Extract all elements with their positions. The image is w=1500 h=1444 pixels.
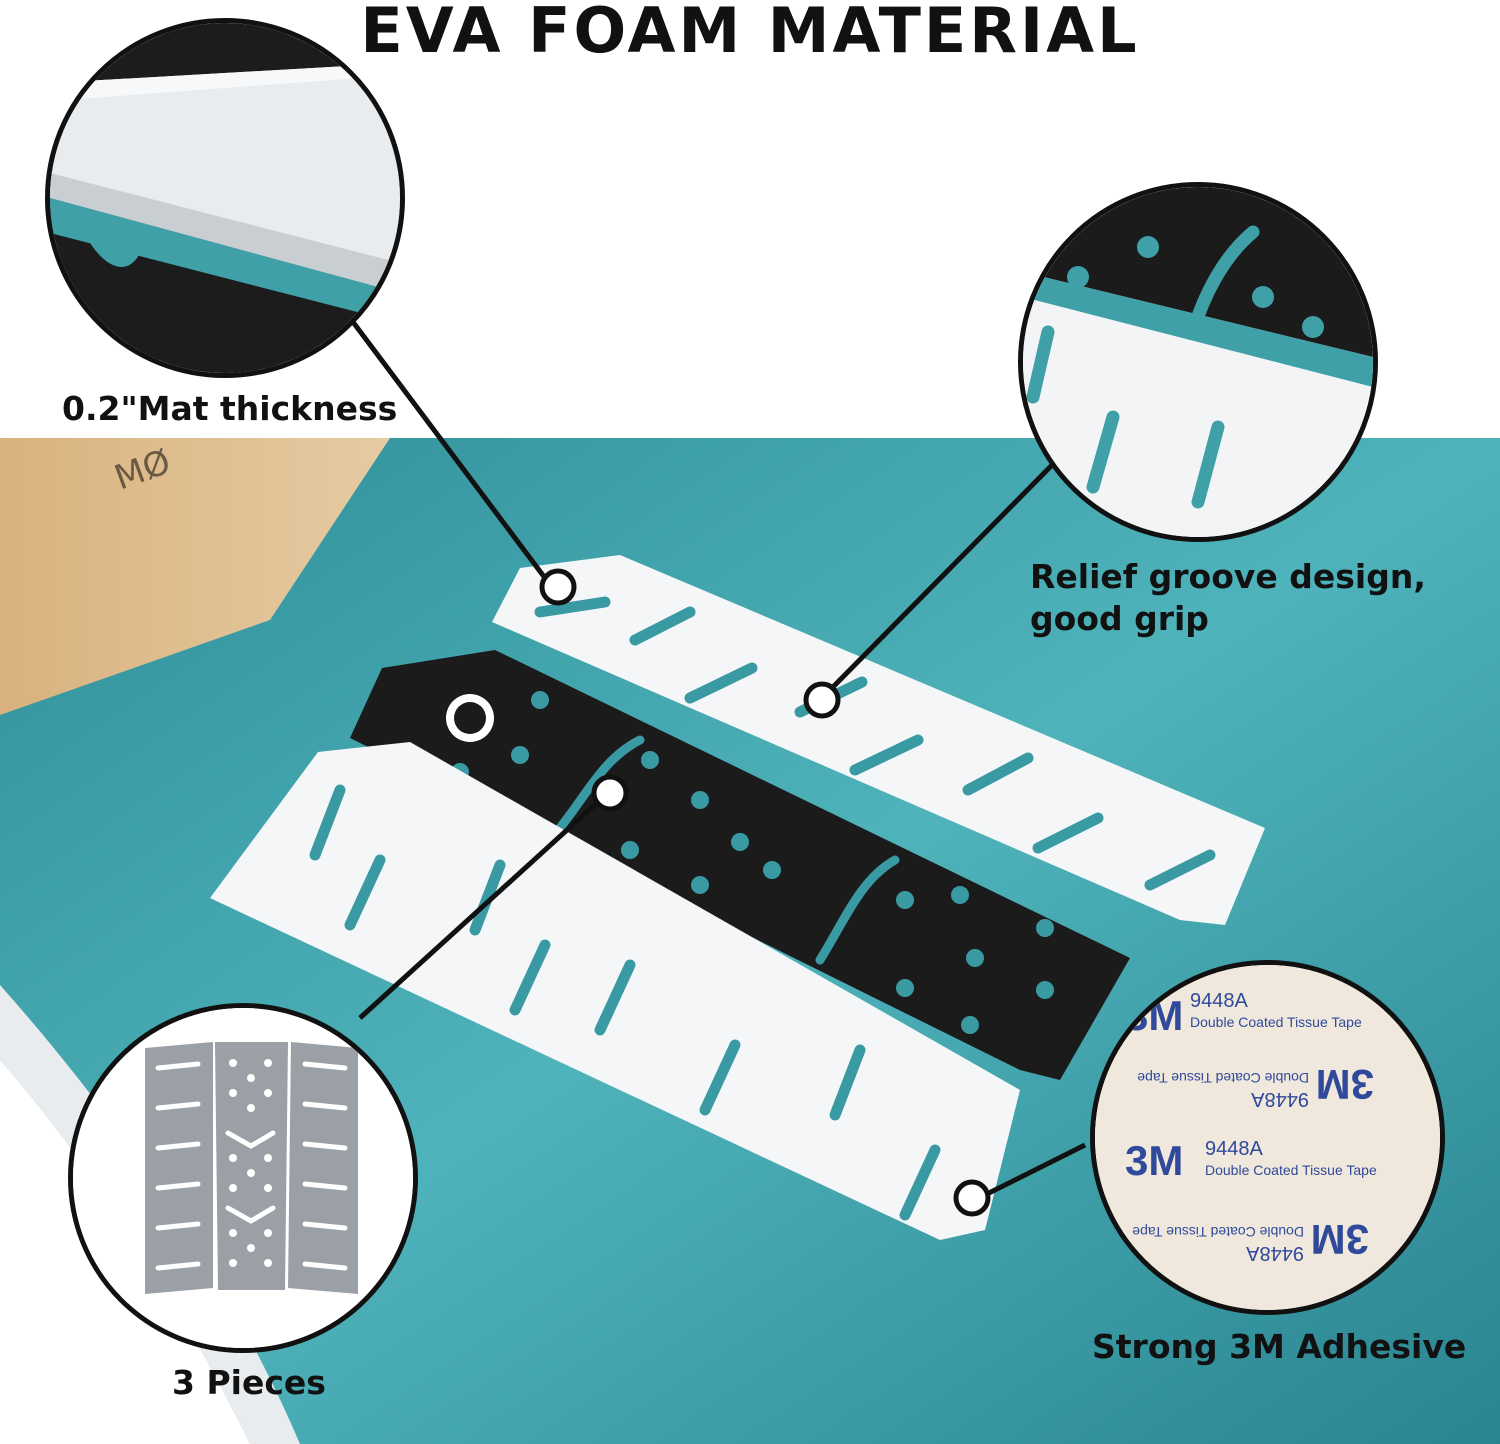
tape-code-4: 9448A <box>1246 1242 1304 1264</box>
tape-code-3: 9448A <box>1205 1138 1263 1160</box>
tape-desc-2: Double Coated Tissue Tape <box>1137 1070 1309 1086</box>
callout-pieces: 3 Pieces <box>172 1363 326 1402</box>
magnifier-thickness <box>45 18 405 378</box>
callout-adhesive: Strong 3M Adhesive <box>1092 1327 1467 1366</box>
pad-bottom-white <box>210 742 1020 1240</box>
tape-code-1: 9448A <box>1190 990 1248 1012</box>
page-title: EVA FOAM MATERIAL <box>360 0 1140 67</box>
tape-code-2: 9448A <box>1251 1088 1309 1110</box>
tape-desc-3: Double Coated Tissue Tape <box>1205 1162 1377 1178</box>
magnifier-groove <box>1018 182 1378 542</box>
tape-desc-1: Double Coated Tissue Tape <box>1190 1014 1362 1030</box>
callout-thickness: 0.2"Mat thickness <box>62 389 398 428</box>
tape-brand-4: 3M <box>1311 1216 1369 1263</box>
callout-dots <box>539 568 991 1217</box>
tape-brand-2: 3M <box>1316 1061 1374 1108</box>
magnifier-pieces <box>68 1003 418 1353</box>
callout-connectors <box>348 316 1087 1198</box>
callout-groove-line1: Relief groove design, <box>1030 557 1426 596</box>
pad-middle-black <box>350 650 1130 1080</box>
tape-brand-3: 3M <box>1125 1137 1183 1184</box>
magnifier-adhesive: 3M 9448A Double Coated Tissue Tape 3M 94… <box>1090 960 1445 1315</box>
callout-groove-line2: good grip <box>1030 599 1209 638</box>
tape-desc-4: Double Coated Tissue Tape <box>1132 1224 1304 1240</box>
callout-groove: Relief groove design, good grip <box>1030 556 1426 640</box>
